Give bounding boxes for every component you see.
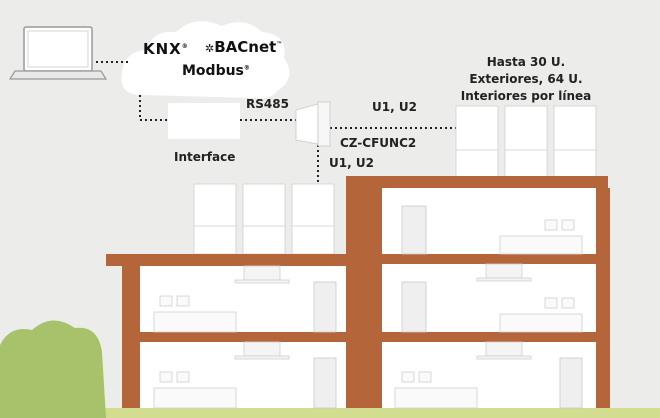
cloud-interface-link <box>139 95 168 121</box>
u1u2-side-label: U1, U2 <box>329 156 374 170</box>
doors <box>313 205 583 409</box>
outdoor-units-top <box>455 105 597 179</box>
outdoor-units-roof <box>193 183 335 255</box>
capacity-line-1: Hasta 30 U. <box>486 55 566 69</box>
interface-label: Interface <box>174 150 236 164</box>
capacity-label: Hasta 30 U. Exteriores, 64 U. Interiores… <box>452 54 600 105</box>
bacnet-logo: ✲BACnet™ <box>205 38 283 56</box>
controller-label: CZ-CFUNC2 <box>340 136 417 150</box>
desks <box>153 219 583 409</box>
rs485-label: RS485 <box>246 97 289 111</box>
bush <box>0 320 106 418</box>
laptop-icon <box>8 26 108 80</box>
capacity-line-2: Exteriores, 64 U. <box>469 72 583 86</box>
dotted-connections <box>96 61 458 183</box>
indoor-ceiling-units <box>234 263 532 360</box>
knx-logo: KNX® <box>143 40 189 58</box>
modbus-logo: Modbus® <box>182 63 250 79</box>
ground-strip <box>0 408 660 418</box>
bacnet-icon: ✲ <box>205 42 215 55</box>
u1u2-top-label: U1, U2 <box>372 100 417 114</box>
protocol-cloud <box>121 21 290 99</box>
capacity-line-3: Interiores por línea <box>460 89 592 103</box>
controller-device <box>295 101 331 147</box>
interface-box <box>168 103 240 139</box>
